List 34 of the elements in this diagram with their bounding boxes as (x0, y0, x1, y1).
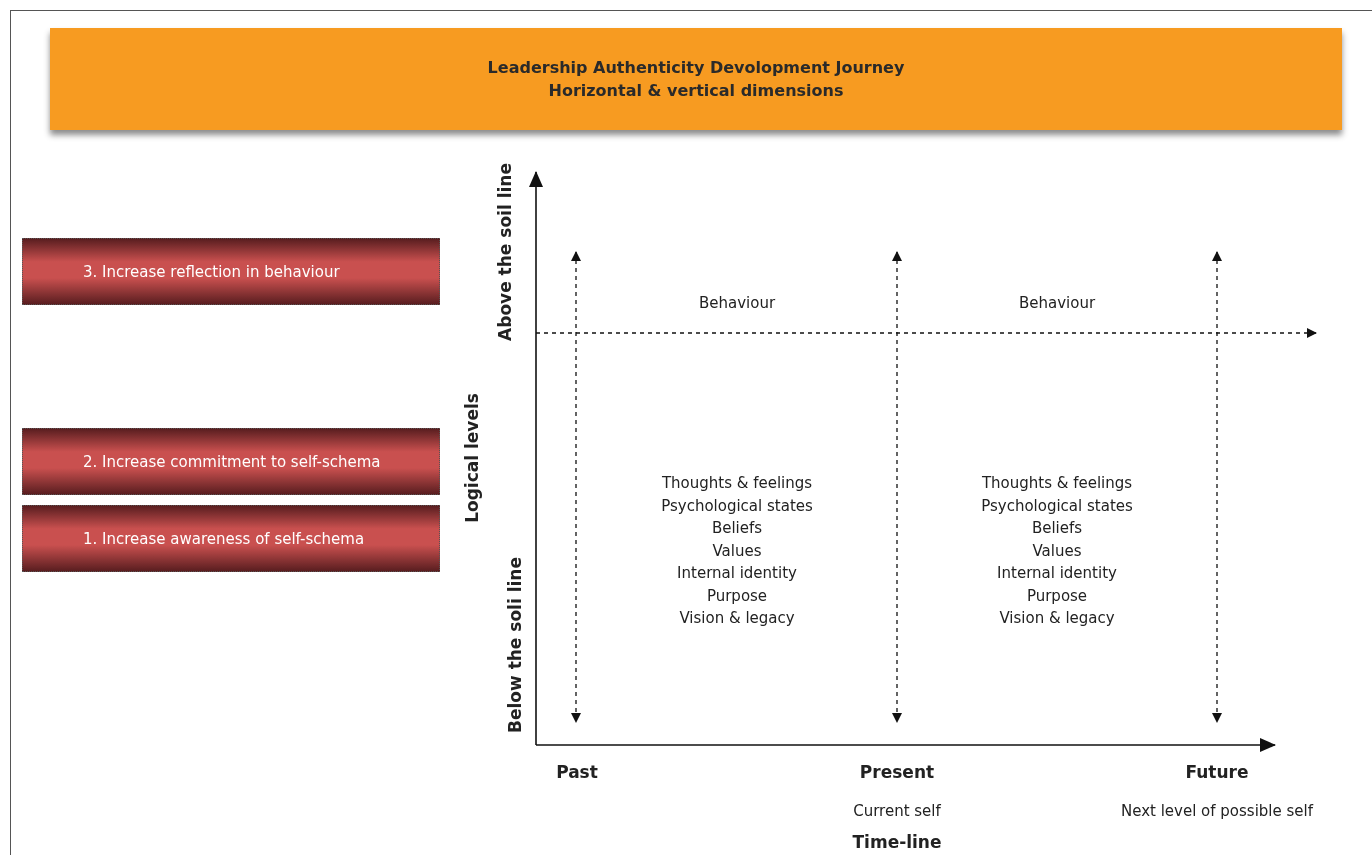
level-item: Internal identity (997, 564, 1117, 582)
level-item: Vision & legacy (679, 609, 795, 627)
level-item: Purpose (706, 586, 768, 605)
level-item: Values (712, 541, 762, 560)
axis-title: Above the soil line (495, 163, 515, 341)
level-item: Beliefs (711, 519, 763, 537)
time-point-label: Present (859, 762, 935, 782)
title-banner (50, 28, 1342, 130)
step-bar (22, 238, 440, 305)
subtitle-text: Horizontal & vertical dimensions (548, 80, 844, 102)
level-label: Behaviour (698, 294, 776, 312)
axis-title: Logical levels (462, 393, 482, 523)
level-item: Values (1032, 541, 1082, 560)
title-text: Leadership Authenticity Devolopment Journey (487, 57, 905, 79)
axis-title: Time-line (852, 832, 942, 852)
level-item: Beliefs (1031, 519, 1083, 537)
level-item: Purpose (1026, 586, 1088, 605)
time-point-caption: Current self (853, 802, 941, 820)
step-label: 3. Increase reflection in behaviour (83, 262, 340, 281)
time-point-label: Past (556, 762, 598, 782)
step-bar (22, 428, 440, 495)
time-point-caption: Next level of possible self (1120, 802, 1314, 820)
level-item: Thoughts & feelings (981, 474, 1133, 492)
level-item: Psychological states (981, 496, 1133, 515)
level-item: Thoughts & feelings (661, 474, 813, 492)
time-point-label: Future (1185, 762, 1249, 782)
step-label: 1. Increase awareness of self-schema (83, 529, 365, 548)
level-label: Behaviour (1018, 294, 1096, 312)
level-item: Psychological states (661, 496, 813, 515)
level-item: Vision & legacy (999, 609, 1115, 627)
step-bar (22, 505, 440, 572)
step-label: 2. Increase commitment to self-schema (83, 452, 381, 471)
level-item: Internal identity (677, 564, 797, 582)
axis-title: Below the soli line (505, 557, 525, 733)
